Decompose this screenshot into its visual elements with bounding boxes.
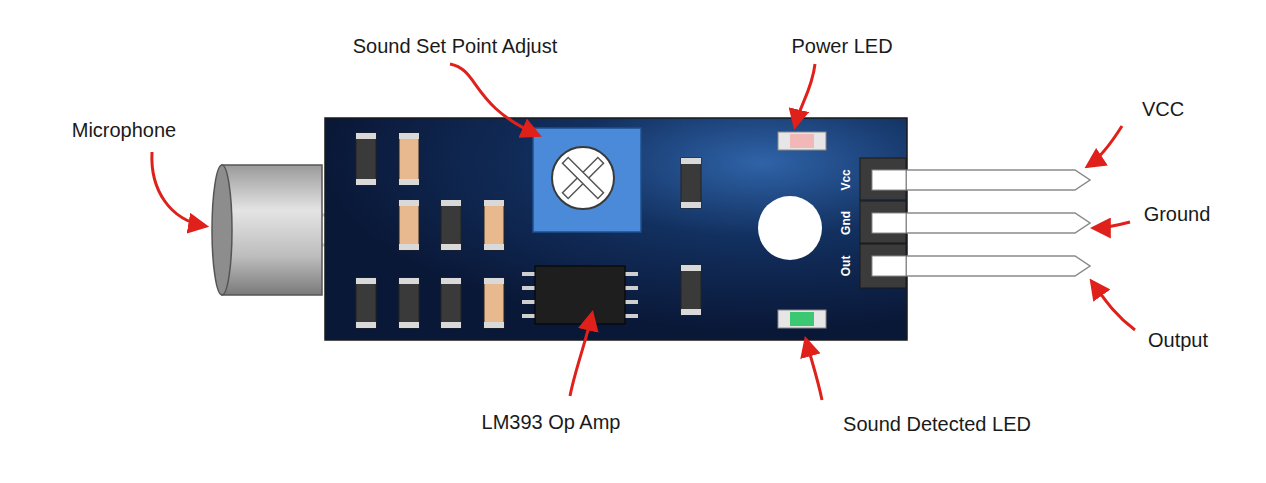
ic-pin [522,286,536,290]
pin-label: Output [1148,329,1208,352]
led-body [778,132,826,150]
silkscreen-pin-name: Vcc [840,169,854,190]
resistor-symbol [356,278,376,328]
potentiometer [533,128,641,232]
end-cap [484,200,504,206]
leader-line [1092,282,1135,330]
ic-pin [522,300,536,304]
part-label: Sound Detected LED [843,413,1031,436]
header-block [860,201,906,243]
mounting-hole [758,196,822,260]
leader-lines [152,64,1135,400]
power-led [778,132,826,150]
capacitor-symbol [484,278,504,328]
leader-line [1088,126,1122,166]
leader-line [795,64,815,126]
mic-body [222,165,322,295]
end-cap [441,322,461,328]
mic-face [212,165,232,295]
end-cap [441,278,461,284]
ic-pin [522,272,536,276]
leader-line [450,64,538,135]
smd-components [356,133,701,328]
ic-chip [522,266,638,324]
resistor-symbol [441,200,461,250]
end-cap [681,309,701,315]
end-cap [399,133,419,139]
ic-body [535,266,625,324]
ic-pin [522,314,536,318]
capacitor-symbol [484,200,504,250]
ic-pin [624,314,638,318]
end-cap [441,244,461,250]
pot-cross [548,143,619,214]
led-lens [790,312,814,326]
end-cap [681,265,701,271]
ic-pin [624,272,638,276]
end-cap [356,133,376,139]
circuit-board [325,118,907,340]
leader-line [152,152,205,226]
end-cap [681,158,701,164]
header-pin-base [872,256,906,276]
resistor-symbol [441,278,461,328]
cross-bar [562,157,603,198]
header-block [860,244,906,288]
leader-line [1094,222,1130,228]
ic-pin [624,286,638,290]
pot-body [533,128,641,232]
end-cap [399,278,419,284]
silkscreen-pin-name: Out [840,256,854,277]
cross-bar [562,157,603,198]
sound-led [778,310,826,328]
leader-line [806,340,822,400]
header-block [860,158,906,200]
header-pin-base [872,170,906,190]
leader-line [570,314,592,396]
header-pin-base [872,213,906,233]
header [860,158,1090,288]
resistor-symbol [399,278,419,328]
header-pin [880,213,1090,233]
end-cap [441,200,461,206]
end-cap [399,200,419,206]
capacitor-symbol [399,200,419,250]
part-label: LM393 Op Amp [482,411,621,434]
resistor-symbol [681,265,701,315]
ic-pin [624,300,638,304]
smd-end-caps [356,133,701,328]
end-cap [484,278,504,284]
resistor-symbol [356,133,376,185]
led-body [778,310,826,328]
end-cap [399,179,419,185]
led-lens [790,134,814,148]
pin-label: Ground [1144,203,1211,226]
end-cap [484,322,504,328]
resistor-symbol [681,158,701,208]
part-label: Power LED [791,35,892,58]
end-cap [681,202,701,208]
pot-knob [552,147,614,209]
header-pin [880,170,1090,190]
end-cap [356,322,376,328]
end-cap [399,322,419,328]
end-cap [356,278,376,284]
part-label: Sound Set Point Adjust [353,35,558,58]
silkscreen-pin-name: Gnd [840,211,854,235]
header-pin [880,256,1090,276]
end-cap [484,244,504,250]
capacitor-symbol [399,133,419,185]
pin-label: VCC [1142,98,1184,121]
part-label: Microphone [72,119,177,142]
end-cap [399,244,419,250]
end-cap [356,179,376,185]
